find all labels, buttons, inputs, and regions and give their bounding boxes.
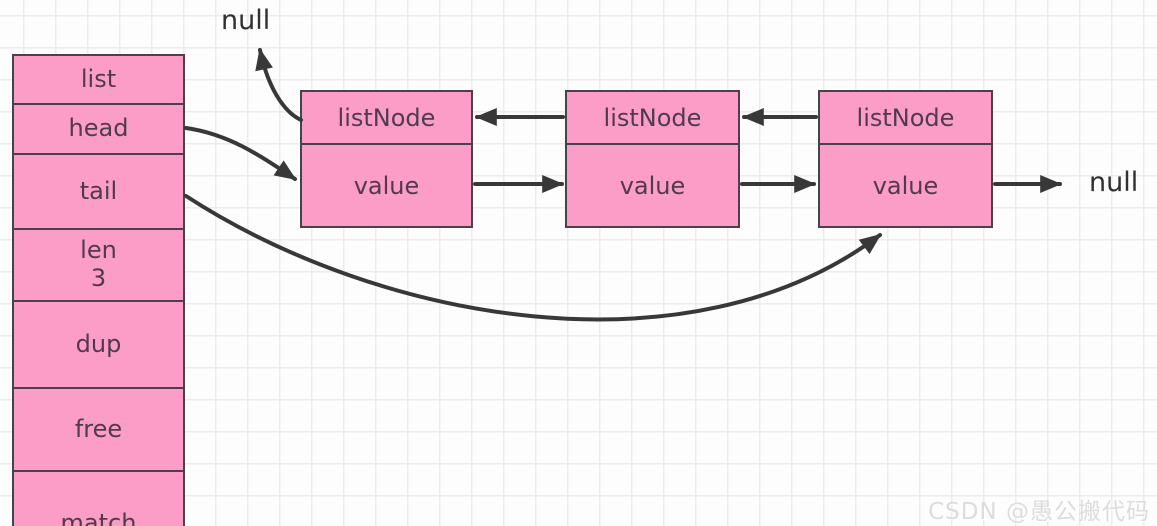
list-struct-cell-match: match (14, 472, 183, 526)
cell-value: 3 (90, 264, 107, 292)
arrow-tail-to-node3 (184, 194, 882, 322)
list-struct-cell-free: free (14, 389, 183, 472)
null-label-right: null (1089, 167, 1139, 198)
list-struct-cell-dup: dup (14, 302, 183, 389)
list-node-2-value: value (619, 171, 686, 200)
cell-label: free (74, 414, 123, 443)
cell-label: match (60, 509, 137, 526)
arrow-head-to-node1 (184, 126, 297, 181)
list-node-3-value: value (872, 171, 939, 200)
list-node-3: listNode value (818, 90, 993, 228)
list-struct-cell-head: head (14, 105, 183, 155)
watermark-clipped: CSDN @愚公搬代码 (928, 520, 1150, 526)
list-struct-cell-tail: tail (14, 155, 183, 230)
list-node-3-header: listNode (820, 92, 991, 145)
list-struct-table: list head tail len 3 dup free match (12, 54, 185, 526)
list-node-2-header: listNode (567, 92, 738, 145)
arrow-node1-prev-to-null (255, 48, 303, 122)
cell-label: tail (79, 176, 118, 205)
cell-label: dup (75, 329, 122, 358)
cell-label: len (80, 236, 117, 265)
cell-label: head (68, 114, 129, 143)
list-node-1: listNode value (300, 90, 473, 228)
watermark: CSDN @愚公搬代码 (928, 499, 1150, 525)
list-node-2: listNode value (565, 90, 740, 228)
list-node-1-header: listNode (302, 92, 471, 145)
list-node-1-value: value (353, 171, 420, 200)
list-struct-cell-list: list (14, 56, 183, 105)
null-label-top: null (221, 5, 271, 36)
list-struct-cell-len: len 3 (14, 230, 183, 302)
cell-label: list (80, 64, 117, 93)
